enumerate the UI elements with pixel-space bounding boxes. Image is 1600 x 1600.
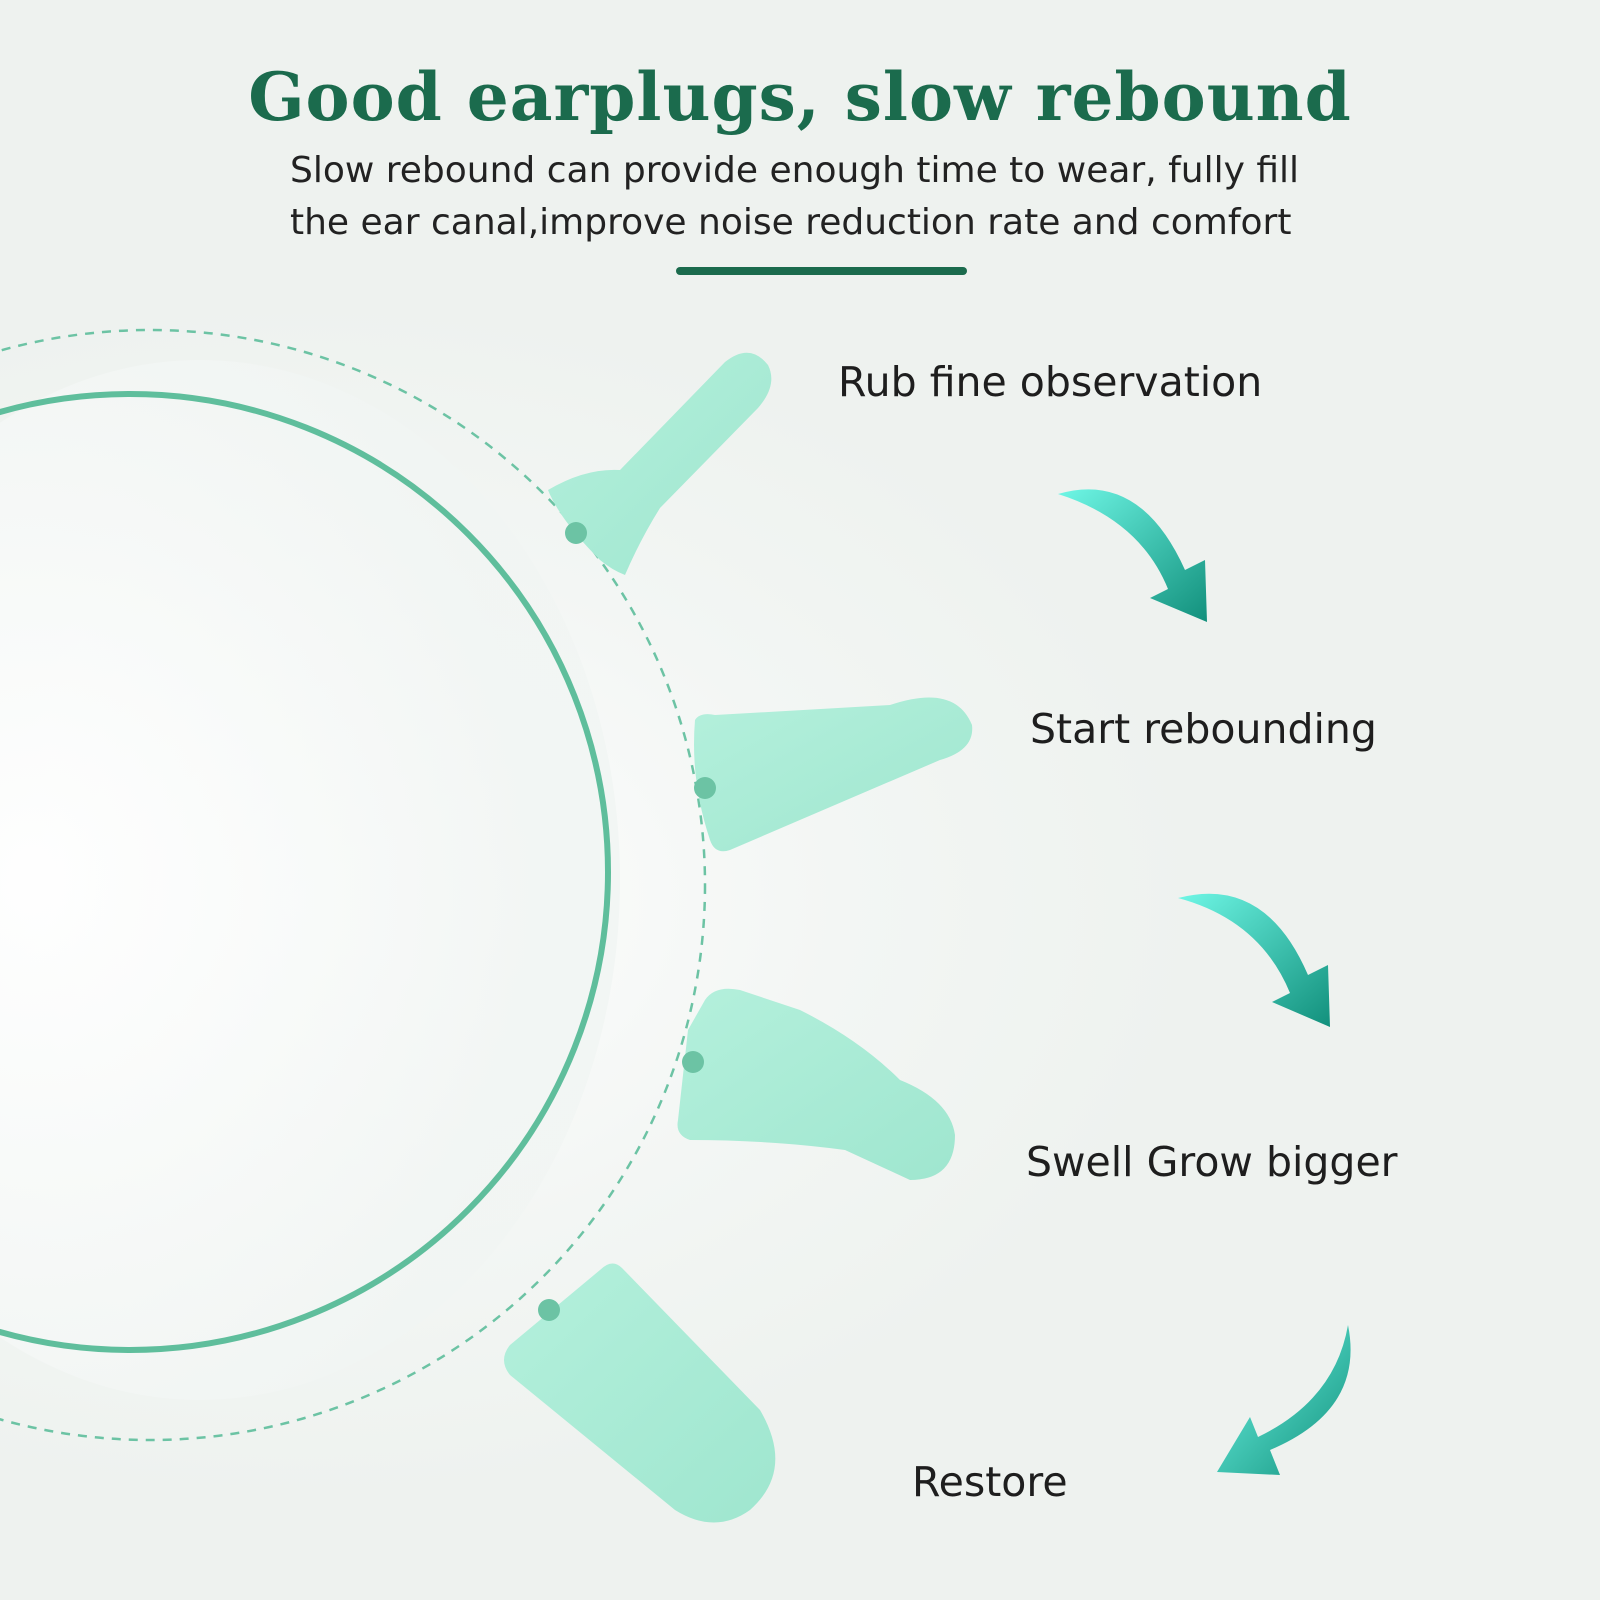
- curved-arrow-icon: [1217, 1325, 1351, 1475]
- earplug-rebounding-icon: [694, 697, 973, 852]
- ear-background: [0, 360, 620, 1400]
- step-label-swell: Swell Grow bigger: [1026, 1138, 1398, 1186]
- earplug-compressed-icon: [548, 352, 772, 575]
- step-label-restore: Restore: [912, 1458, 1068, 1506]
- orbit-dot-2: [694, 777, 716, 799]
- orbit-dot-1: [565, 522, 587, 544]
- dashed-orbit: [0, 328, 707, 1442]
- page-title: Good earplugs, slow rebound: [248, 58, 1352, 136]
- orbit-dot-4: [538, 1299, 560, 1321]
- orbit-dot-3: [682, 1051, 704, 1073]
- earplug-swelling-icon: [677, 988, 955, 1180]
- earplug-restored-icon: [504, 1263, 776, 1523]
- curved-arrow-icon: [1178, 893, 1330, 1027]
- ear-canal-circle: [0, 391, 611, 1353]
- step-label-rebounding: Start rebounding: [1030, 705, 1377, 753]
- curved-arrow-icon: [1058, 489, 1207, 622]
- title-divider: [676, 267, 967, 275]
- page-subtitle: Slow rebound can provide enough time to …: [290, 150, 1300, 243]
- step-label-rub: Rub fine observation: [838, 358, 1263, 406]
